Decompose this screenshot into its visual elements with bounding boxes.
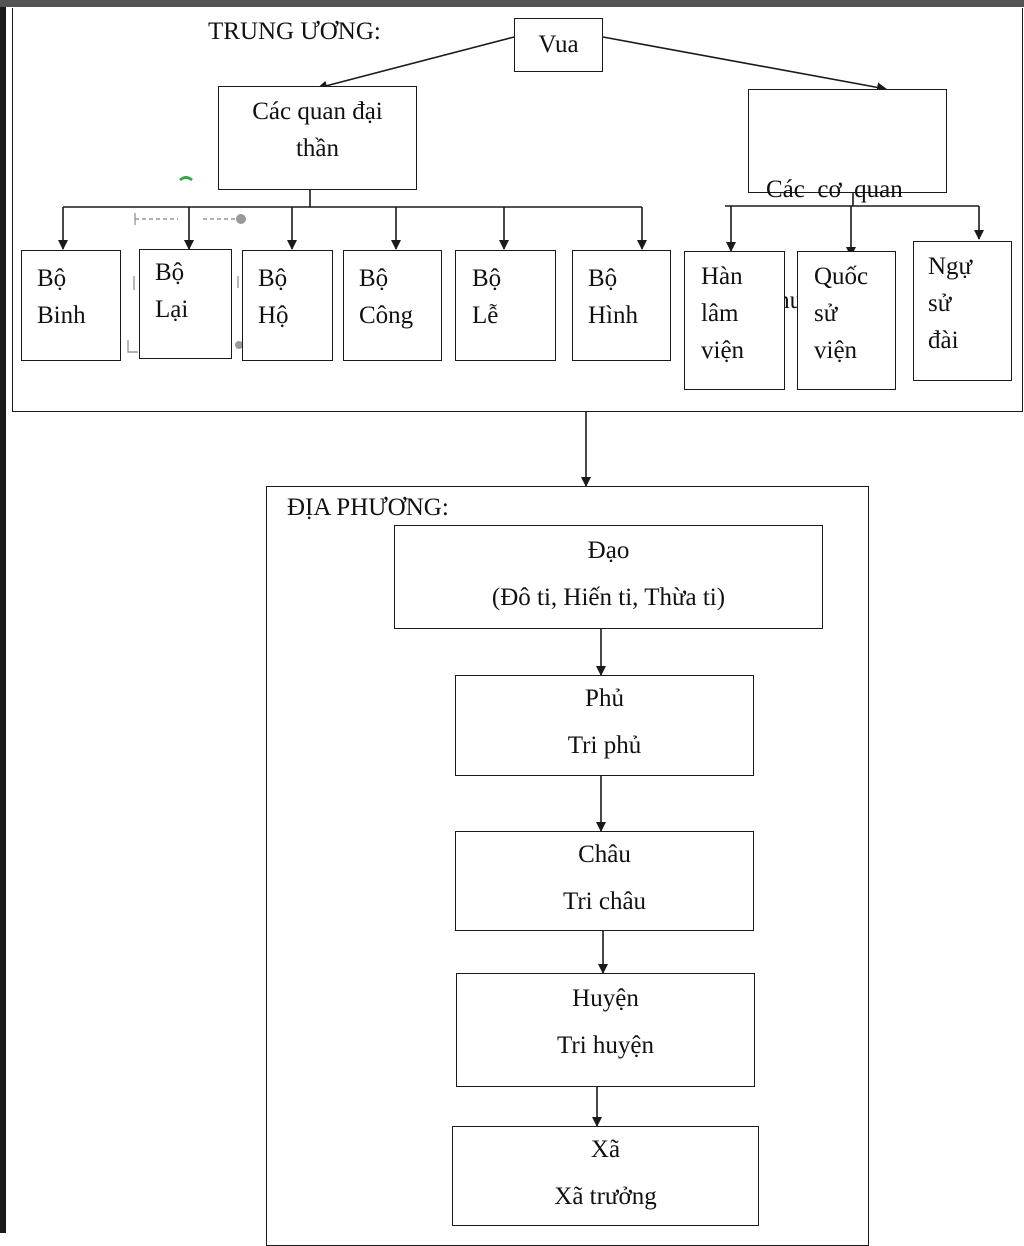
ministry-name: Lễ [472,302,499,329]
ministry-name: Hộ [258,302,289,329]
left-edge-line [0,0,6,1233]
ministry-box-lai: Bộ Lại [139,249,232,359]
ministry-prefix: Bộ [359,265,389,292]
level-name: Châu [578,841,631,868]
level-officials: Tri phủ [567,732,642,759]
top-edge-line [0,0,1024,7]
local-section-label: ĐỊA PHƯƠNG: [287,494,449,521]
ministry-box-ho: Bộ Hộ [242,250,333,361]
level-name: Phủ [585,685,624,712]
agency-box-ngu-su-dai: Ngự sử đài [913,241,1012,381]
ministry-box-le: Bộ Lễ [455,250,556,361]
level-officials: Tri huyện [556,1032,654,1059]
level-officials: (Đô ti, Hiến ti, Thừa ti) [491,584,726,611]
agency-line-1: Ngự [928,253,973,280]
level-box-chau: Châu Tri châu [455,831,754,931]
ministry-name: Binh [37,302,86,329]
level-officials: Tri châu [562,888,647,915]
ministry-name: Lại [155,296,189,323]
central-section-frame [12,8,1023,412]
selection-handle-artifacts [127,213,246,353]
ministry-name: Công [359,302,414,329]
king-to-ministers-arrow [317,36,515,91]
level-officials: Xã trưởng [554,1183,657,1210]
level-box-xa: Xã Xã trưởng [452,1126,759,1226]
ministry-prefix: Bộ [258,265,288,292]
specialized-agencies-line-1: Các cơ quan [766,176,903,203]
agency-line-3: đài [928,327,959,354]
ministers-group-line-1: Các quan đại [252,98,383,125]
agency-box-han-lam-vien: Hàn lâm viện [684,251,785,390]
green-mark [179,176,193,182]
ministers-group-box: Các quan đại thần [218,86,417,190]
level-name: Đạo [587,537,630,564]
king-to-agencies-arrow [602,36,887,93]
specialized-agencies-box: Các cơ quan chuyên môn [748,89,947,314]
agency-box-quoc-su-vien: Quốc sử viện [797,251,896,390]
agency-line-3: viện [814,337,858,364]
king-box: Vua [514,18,603,72]
ministry-prefix: Bộ [155,259,185,286]
ministry-box-cong: Bộ Công [343,250,442,361]
level-box-huyen: Huyện Tri huyện [456,973,755,1087]
ministry-box-binh: Bộ Binh [21,250,121,361]
agency-line-1: Quốc [814,263,869,290]
ministry-box-hinh: Bộ Hình [572,250,671,361]
level-box-phu: Phủ Tri phủ [455,675,754,776]
agency-line-3: viện [701,337,745,364]
level-name: Xã [590,1136,621,1163]
level-name: Huyện [572,985,639,1012]
king-label: Vua [538,31,579,58]
level-box-dao: Đạo (Đô ti, Hiến ti, Thừa ti) [394,525,823,629]
ministry-name: Hình [588,302,638,329]
central-section-label: TRUNG ƯƠNG: [208,18,381,45]
agency-line-1: Hàn [701,263,743,290]
ministry-prefix: Bộ [588,265,618,292]
ministry-prefix: Bộ [37,265,67,292]
agency-line-2: sử [928,290,952,317]
agency-line-2: sử [814,300,838,327]
ministry-prefix: Bộ [472,265,502,292]
ministers-group-line-2: thần [295,135,340,162]
agency-line-2: lâm [701,300,739,327]
